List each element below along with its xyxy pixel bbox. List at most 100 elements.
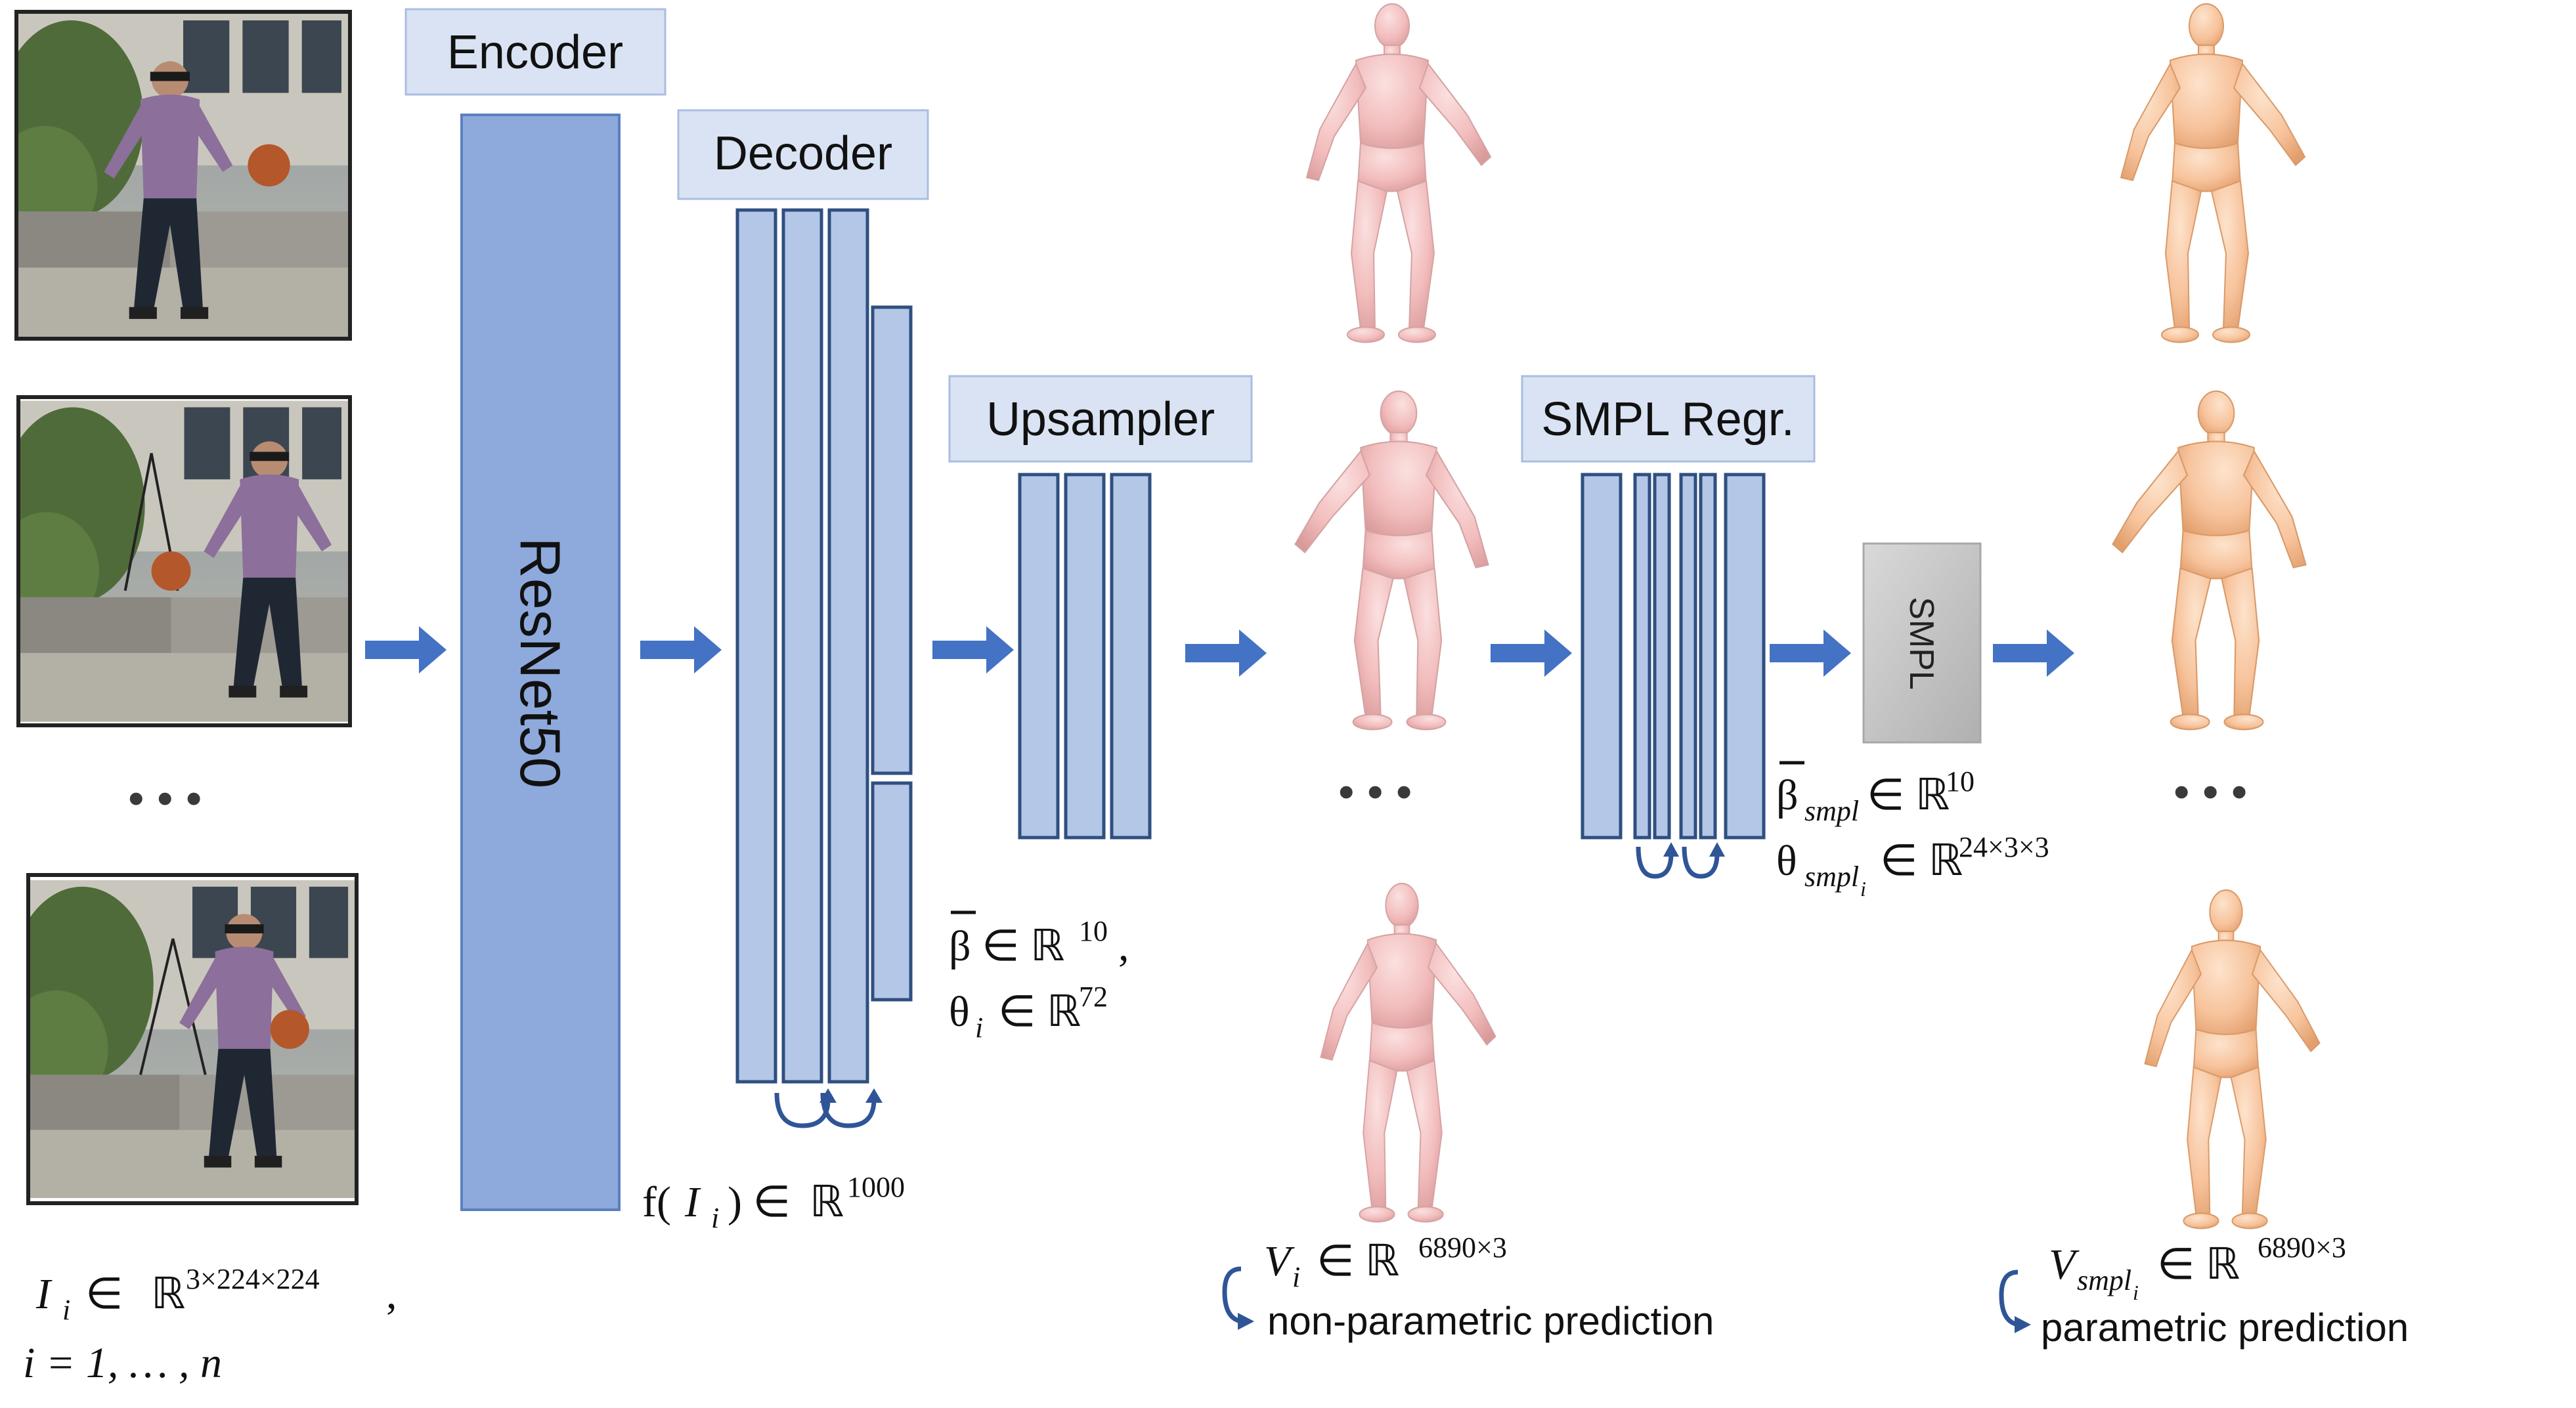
smpl-regr-block: [1581, 473, 1766, 879]
math-dims: 10: [1079, 915, 1108, 947]
index-range: i = 1, … , n: [23, 1339, 222, 1387]
upsampler-label-text: Upsampler: [986, 393, 1215, 446]
decoder-layer: [827, 208, 869, 1084]
math-sub: i: [1292, 1261, 1300, 1293]
input-frame-2: [16, 395, 352, 727]
nonparametric-mesh-1: [1305, 3, 1492, 343]
math-in: ∈: [85, 1270, 123, 1318]
bracket-arrow-icon: [1999, 1269, 2019, 1327]
math-dims: 6890×3: [1418, 1231, 1507, 1264]
flow-arrow-icon: [365, 626, 447, 673]
math-sub: smpl: [1804, 795, 1859, 827]
math-sub: smpl: [2077, 1264, 2131, 1296]
parametric-notation: V smpl i ∈ ℝ 6890×3 parametric predictio…: [1999, 1231, 2409, 1350]
decoder-shape-head: [871, 305, 913, 775]
decoder-label: Decoder: [677, 109, 929, 200]
math-in: ∈ ℝ: [1317, 1237, 1399, 1285]
flow-arrow-icon: [1770, 629, 1851, 677]
encoder-label: Encoder: [404, 8, 666, 96]
regr-layer: [1653, 473, 1671, 840]
parametric-mesh-2: [2112, 390, 2307, 731]
input-frame-1: [14, 10, 352, 341]
skip-connection-curl-icon: [820, 1092, 877, 1128]
flow-arrow-icon: [932, 626, 1014, 673]
math-dims: 72: [1079, 981, 1108, 1013]
skip-connection-curl-icon: [1636, 846, 1674, 879]
upsampler-layer: [1064, 473, 1106, 840]
smpl-box: SMPL: [1862, 542, 1982, 744]
math-post: ) ∈: [728, 1178, 791, 1226]
feature-notation: f( I i ) ∈ ℝ 1000: [642, 1171, 905, 1234]
math-in: ∈ ℝ: [2157, 1241, 2240, 1289]
upsampler-block: [1018, 473, 1152, 840]
math-beta: β ∈ ℝ: [949, 922, 1064, 970]
smpl-box-label: SMPL: [1902, 597, 1940, 690]
math-var: V: [1264, 1237, 1295, 1285]
math-var: β: [1776, 771, 1799, 819]
math-comma: ,: [1118, 922, 1129, 970]
math-in: ∈ ℝ: [998, 988, 1081, 1036]
math-pre: f(: [642, 1178, 671, 1226]
upsampler-layer: [1018, 473, 1060, 840]
flow-arrow-icon: [640, 626, 722, 673]
flow-arrow-icon: [1185, 629, 1267, 677]
math-sub: i: [711, 1202, 719, 1234]
math-var: I: [35, 1270, 53, 1318]
regr-layer: [1633, 473, 1651, 840]
shape-pose-notation: β ∈ ℝ 10 , θ i ∈ ℝ 72: [949, 910, 1129, 1044]
math-dims: 6890×3: [2258, 1231, 2346, 1264]
regr-layer: [1699, 473, 1717, 840]
math-var: I: [684, 1178, 701, 1226]
decoder-block: [735, 208, 913, 1128]
smpl-param-notation: β smpl ∈ ℝ 10 θ smpl i ∈ ℝ 24×3×3: [1776, 761, 2049, 901]
math-in: ∈ ℝ: [1880, 837, 1963, 885]
math-var: θ: [1776, 837, 1797, 885]
upsampler-layer: [1110, 473, 1152, 840]
math-var: V: [2049, 1241, 2080, 1289]
backbone-label: ResNet50: [508, 538, 571, 788]
nonparametric-mesh-2: [1294, 390, 1489, 731]
regr-layer: [1724, 473, 1766, 840]
upsampler-label: Upsampler: [948, 375, 1253, 463]
decoder-layer: [781, 208, 823, 1084]
smpl-regr-label-text: SMPL Regr.: [1541, 393, 1795, 446]
math-sub: i: [62, 1294, 70, 1326]
parametric-caption: parametric prediction: [2041, 1306, 2409, 1350]
math-sub: i: [975, 1012, 983, 1044]
math-subsub: i: [2133, 1281, 2139, 1304]
math-var: θ: [949, 988, 970, 1036]
bracket-arrow-icon: [1222, 1266, 1242, 1324]
input-frame-photo-icon: [18, 14, 348, 337]
math-comma: ,: [386, 1270, 397, 1318]
nonparametric-notation: V i ∈ ℝ 6890×3 non-parametric prediction: [1222, 1231, 1714, 1343]
input-ellipsis: • • •: [128, 773, 202, 824]
input-frame-photo-icon: [30, 880, 355, 1199]
flow-arrow-icon: [1491, 629, 1572, 677]
flow-arrow-icon: [1993, 629, 2074, 677]
decoder-pose-head: [871, 781, 913, 1002]
input-notation: I i ∈ ℝ 3×224×224 , i = 1, … , n: [23, 1263, 397, 1387]
input-frame-n: [26, 873, 359, 1205]
decoder-layer: [735, 208, 777, 1084]
encoder-label-text: Encoder: [447, 26, 623, 79]
input-frame-photo-icon: [20, 400, 348, 722]
skip-connection-curl-icon: [774, 1092, 831, 1128]
decoder-label-text: Decoder: [714, 127, 892, 180]
math-dims: 10: [1946, 765, 1975, 798]
math-space: ℝ: [151, 1270, 185, 1318]
math-dims: 24×3×3: [1959, 831, 2049, 863]
math-space: ℝ: [810, 1178, 844, 1226]
skip-connection-curl-icon: [1682, 846, 1720, 879]
math-dims: 3×224×224: [186, 1263, 320, 1295]
mesh-ellipsis: • • •: [1338, 766, 1412, 817]
regr-layer: [1581, 473, 1623, 840]
encoder-block: ResNet50: [460, 114, 621, 1211]
math-subsub: i: [1860, 877, 1866, 901]
math-sub: smpl: [1804, 861, 1859, 893]
nonparametric-mesh-n: [1320, 882, 1496, 1223]
math-in: ∈ ℝ: [1867, 771, 1950, 819]
smpl-regr-label: SMPL Regr.: [1521, 375, 1816, 463]
math-dims: 1000: [847, 1171, 905, 1203]
parametric-mesh-n: [2144, 889, 2321, 1229]
